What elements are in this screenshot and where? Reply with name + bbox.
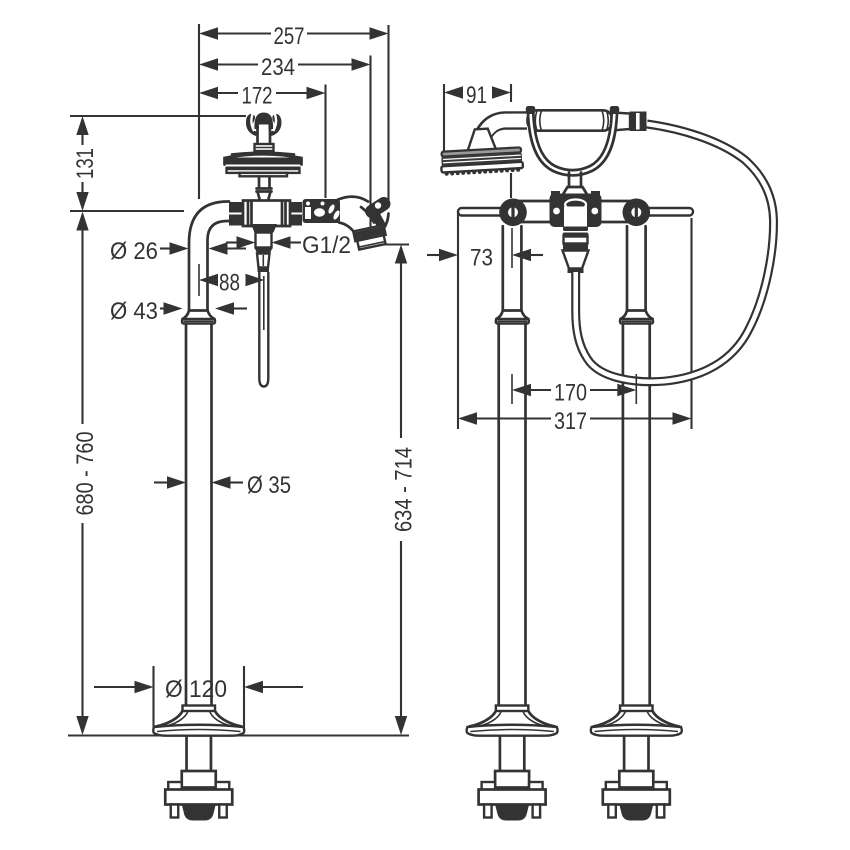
svg-text:G1/2: G1/2 xyxy=(302,232,351,259)
svg-text:234: 234 xyxy=(261,54,295,81)
svg-text:680 - 760: 680 - 760 xyxy=(72,432,99,516)
svg-text:257: 257 xyxy=(274,23,305,50)
svg-text:Ø 26: Ø 26 xyxy=(110,238,158,265)
svg-text:91: 91 xyxy=(466,82,487,109)
svg-text:88: 88 xyxy=(219,270,240,297)
svg-text:131: 131 xyxy=(72,148,99,179)
svg-text:Ø 120: Ø 120 xyxy=(165,676,227,703)
svg-text:170: 170 xyxy=(554,380,587,407)
svg-text:317: 317 xyxy=(554,408,587,435)
svg-text:172: 172 xyxy=(242,83,273,110)
svg-text:Ø 43: Ø 43 xyxy=(110,298,158,325)
svg-text:634 - 714: 634 - 714 xyxy=(391,447,418,532)
svg-text:73: 73 xyxy=(470,245,493,272)
svg-text:Ø 35: Ø 35 xyxy=(247,472,291,499)
